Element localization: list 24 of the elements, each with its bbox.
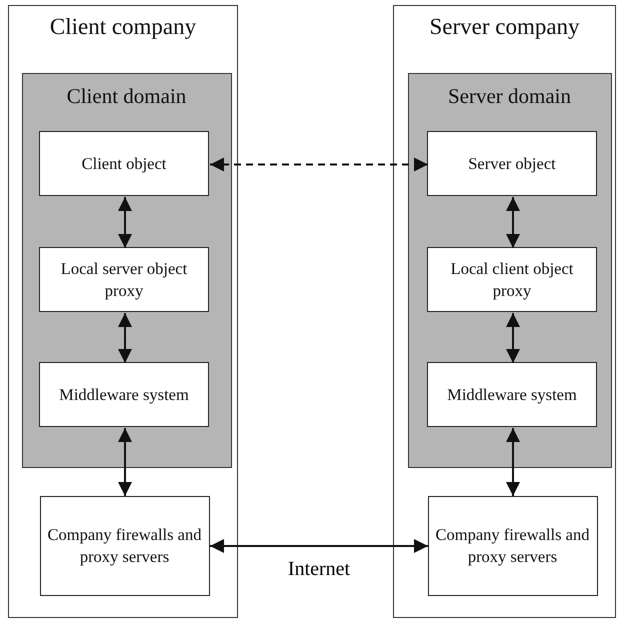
- company-heading: Client company: [48, 14, 198, 40]
- component-box: Company firewalls and proxy servers: [428, 496, 598, 596]
- double-arrow: [118, 428, 132, 496]
- component-box: Middleware system: [427, 362, 597, 427]
- double-arrow: [210, 539, 428, 553]
- domain-heading: Client domain: [66, 84, 188, 108]
- domain-panel: [408, 72, 612, 468]
- component-box: Middleware system: [39, 362, 209, 427]
- double-arrow: [506, 197, 520, 248]
- component-box: Local server object proxy: [39, 247, 209, 312]
- double-arrow: [118, 313, 132, 363]
- component-box: Company firewalls and proxy servers: [40, 496, 210, 596]
- double-arrow: [506, 428, 520, 496]
- component-box: Local client object proxy: [427, 247, 597, 312]
- company-heading: Server company: [428, 14, 581, 40]
- component-box: Server object: [427, 131, 597, 196]
- dashed-arrow: [210, 158, 428, 172]
- domain-heading: Server domain: [446, 84, 572, 108]
- double-arrow: [506, 313, 520, 363]
- double-arrow: [118, 197, 132, 248]
- domain-panel: [22, 72, 232, 468]
- company-panel: [8, 5, 238, 618]
- company-panel: [393, 5, 616, 618]
- component-box: Client object: [39, 131, 209, 196]
